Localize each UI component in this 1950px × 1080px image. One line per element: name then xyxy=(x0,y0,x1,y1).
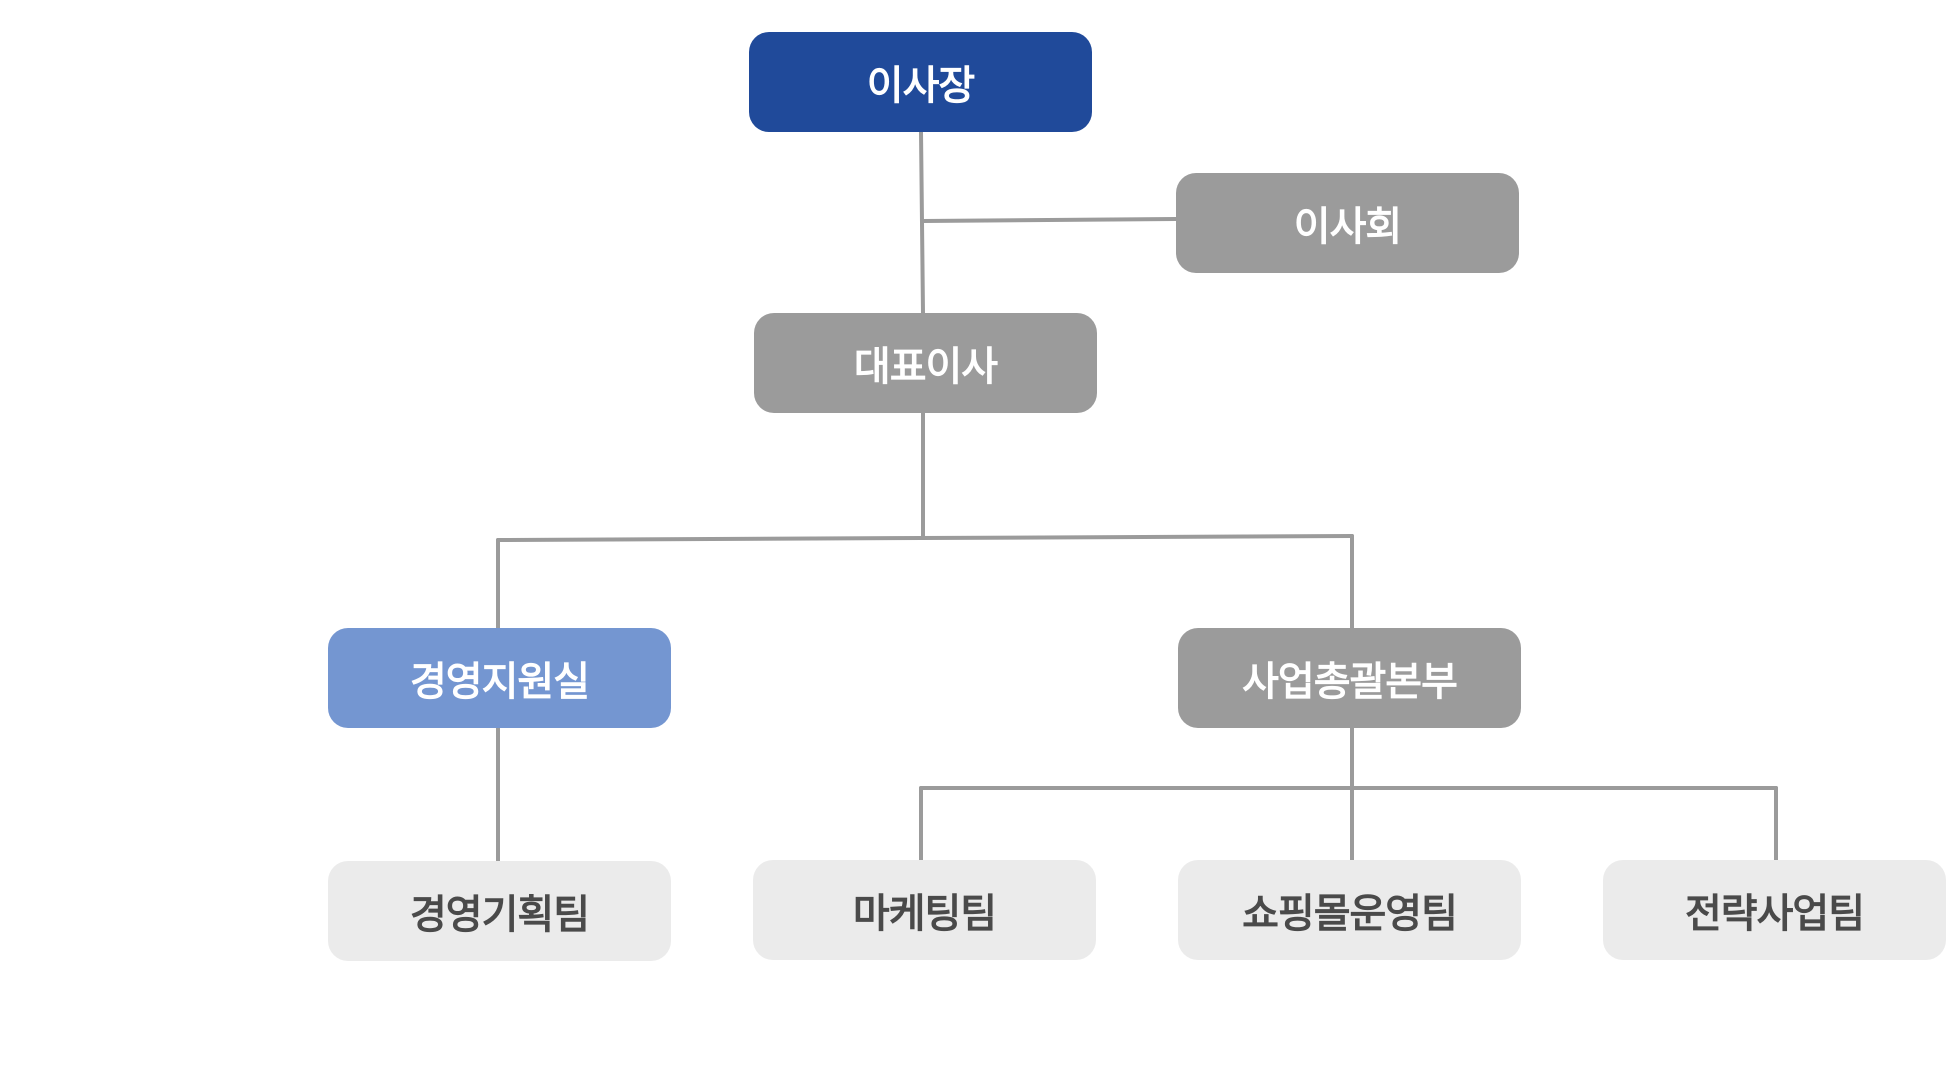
node-strategy-team: 전략사업팀 xyxy=(1603,860,1946,960)
node-chairman-label: 이사장 xyxy=(866,63,975,109)
node-chairman: 이사장 xyxy=(749,32,1092,132)
connector-division-bar xyxy=(496,534,1354,542)
node-management-support-label: 경영지원실 xyxy=(410,659,590,705)
node-management-support: 경영지원실 xyxy=(328,628,671,728)
node-planning-team-label: 경영기획팀 xyxy=(410,892,590,938)
node-ceo-label: 대표이사 xyxy=(853,344,998,390)
node-ceo: 대표이사 xyxy=(754,313,1097,413)
node-business-hq-label: 사업총괄본부 xyxy=(1242,659,1458,705)
node-business-hq: 사업총괄본부 xyxy=(1178,628,1521,728)
node-marketing-team: 마케팅팀 xyxy=(753,860,1096,960)
node-board: 이사회 xyxy=(1176,173,1519,273)
node-shopping-mall-team-label: 쇼핑몰운영팀 xyxy=(1242,891,1458,937)
node-marketing-team-label: 마케팅팀 xyxy=(852,891,997,937)
node-planning-team: 경영기획팀 xyxy=(328,861,671,961)
node-shopping-mall-team: 쇼핑몰운영팀 xyxy=(1178,860,1521,960)
connector-board xyxy=(921,217,1178,223)
node-board-label: 이사회 xyxy=(1293,204,1402,250)
node-strategy-team-label: 전략사업팀 xyxy=(1685,891,1865,937)
